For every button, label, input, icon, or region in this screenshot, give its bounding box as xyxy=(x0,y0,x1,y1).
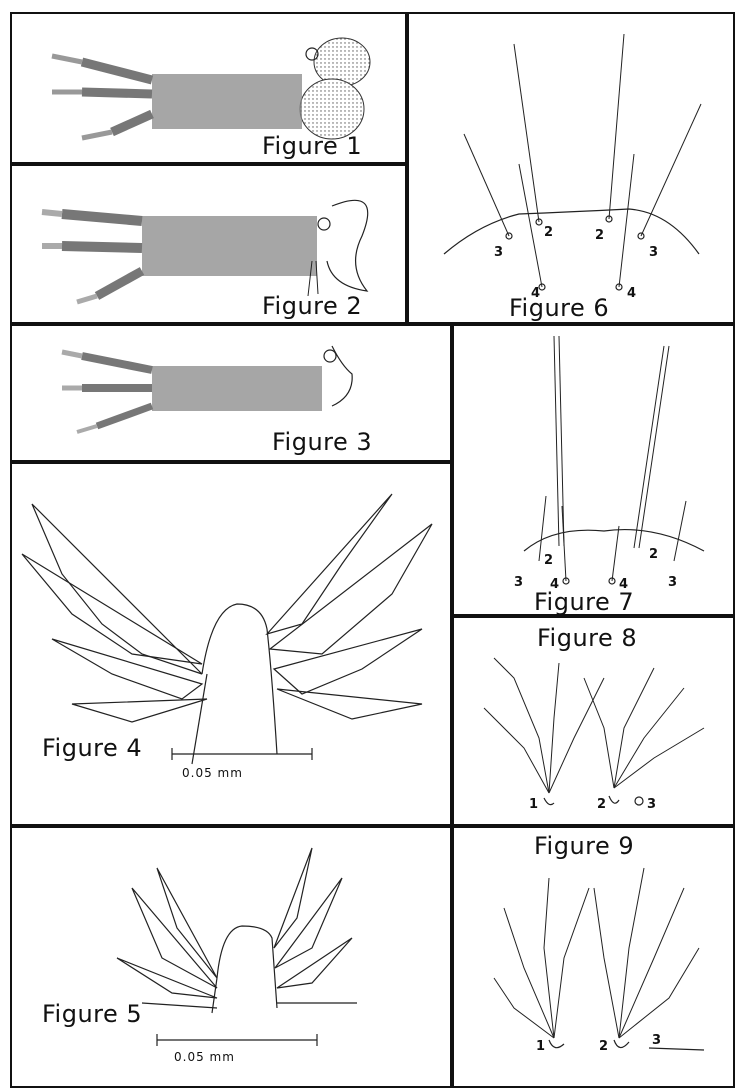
figure-1-panel: Figure 1 xyxy=(10,12,407,164)
seta-4-right: 4 xyxy=(627,286,636,301)
seta-1: 1 xyxy=(536,1039,545,1054)
seta-3-right: 3 xyxy=(649,245,658,260)
figure-2-label: Figure 2 xyxy=(262,292,362,320)
figure-8-panel: 1 2 3 Figure 8 xyxy=(452,616,735,826)
figure-9-setae-drawing: 1 2 3 xyxy=(454,828,735,1088)
figure-7-panel: 2 2 3 3 4 4 Figure 7 xyxy=(452,324,735,616)
figure-4-panel: Figure 4 0.05 mm xyxy=(10,462,452,826)
figure-5-panel: Figure 5 0.05 mm xyxy=(10,826,452,1088)
figure-7-label: Figure 7 xyxy=(534,588,634,616)
seta-3: 3 xyxy=(647,797,656,812)
figure-8-label: Figure 8 xyxy=(537,624,637,652)
seta-3: 3 xyxy=(652,1033,661,1048)
figure-3-panel: Figure 3 xyxy=(10,324,452,462)
seta-2-right: 2 xyxy=(595,228,604,243)
figure-9-label: Figure 9 xyxy=(534,832,634,860)
figure-6-label: Figure 6 xyxy=(509,294,609,322)
figure-2-panel: Figure 2 xyxy=(10,164,407,324)
figure-5-label: Figure 5 xyxy=(42,1000,142,1028)
figure-6-panel: 2 2 3 3 4 4 Figure 6 xyxy=(407,12,735,324)
figure-5-scale-label: 0.05 mm xyxy=(174,1050,235,1064)
seta-2: 2 xyxy=(597,797,606,812)
figure-5-seta-drawing xyxy=(12,828,452,1088)
seta-2-right: 2 xyxy=(649,547,658,562)
seta-2: 2 xyxy=(599,1039,608,1054)
figure-4-scale-label: 0.05 mm xyxy=(182,766,243,780)
figure-6-setae-drawing: 2 2 3 3 4 4 xyxy=(409,14,735,324)
figure-7-setae-drawing: 2 2 3 3 4 4 xyxy=(454,326,735,616)
figure-3-larva-drawing xyxy=(12,326,452,462)
figure-4-label: Figure 4 xyxy=(42,734,142,762)
seta-3-right: 3 xyxy=(668,575,677,590)
figure-3-label: Figure 3 xyxy=(272,428,372,456)
seta-3-left: 3 xyxy=(514,575,523,590)
seta-1: 1 xyxy=(529,797,538,812)
seta-3-left: 3 xyxy=(494,245,503,260)
figure-9-panel: 1 2 3 Figure 9 xyxy=(452,826,735,1088)
seta-2-left: 2 xyxy=(544,553,553,568)
seta-2-left: 2 xyxy=(544,225,553,240)
figure-1-label: Figure 1 xyxy=(262,132,362,160)
